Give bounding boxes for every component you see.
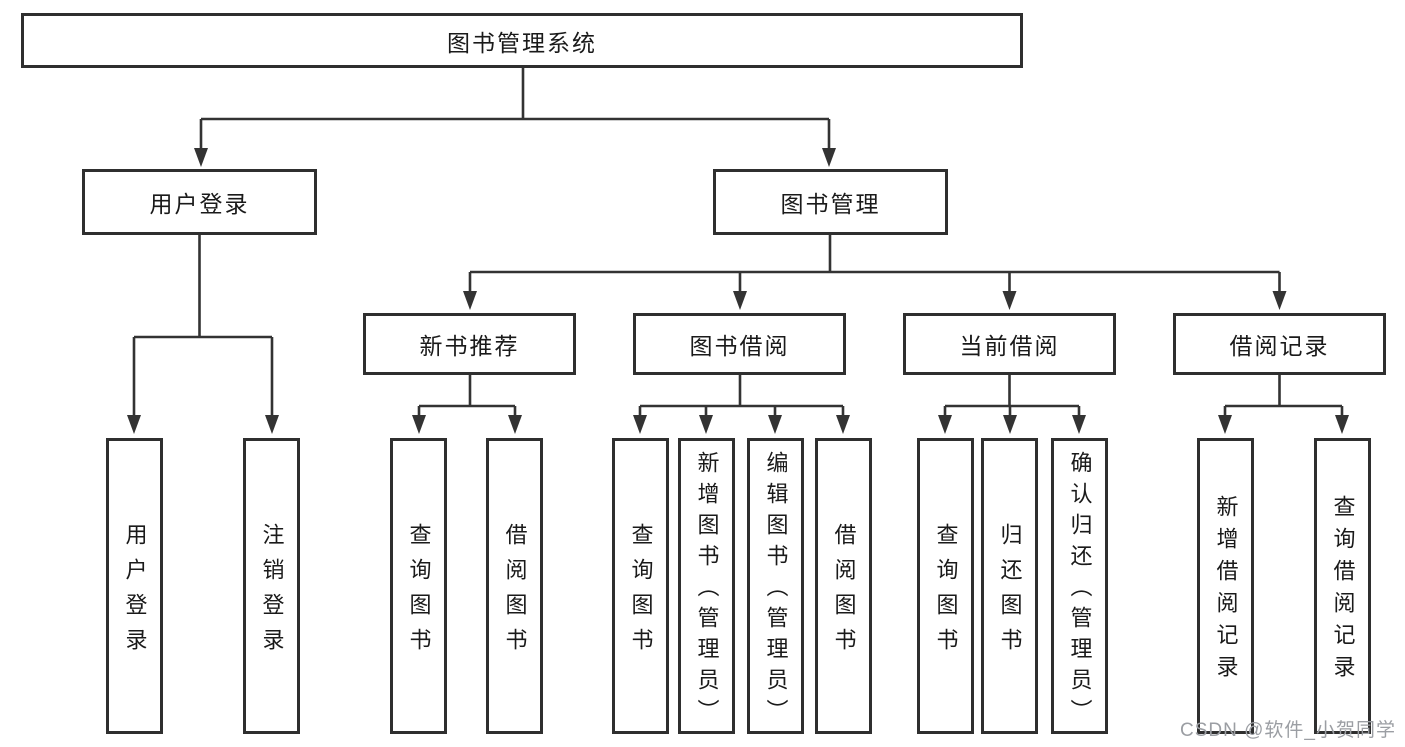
leaf-add-books-admin: 新增图书（管理员） bbox=[678, 438, 735, 734]
leaf-label: 查询借阅记录 bbox=[1330, 495, 1356, 687]
leaf-label: 借阅图书 bbox=[502, 522, 528, 663]
leaf-label: 查询图书 bbox=[933, 522, 959, 663]
leaf-borrow-books-recommend: 借阅图书 bbox=[486, 438, 543, 734]
connector-new-book bbox=[417, 375, 517, 417]
leaf-confirm-return-admin: 确认归还（管理员） bbox=[1051, 438, 1108, 734]
leaf-label: 查询图书 bbox=[406, 522, 432, 663]
connector-book-borrow bbox=[638, 375, 845, 417]
leaf-label: 编辑图书（管理员） bbox=[763, 451, 789, 730]
connector-book-management bbox=[468, 235, 1281, 293]
node-book-management-label: 图书管理 bbox=[780, 191, 881, 217]
node-current-borrow: 当前借阅 bbox=[903, 313, 1116, 375]
arrowhead bbox=[194, 148, 208, 167]
node-book-management: 图书管理 bbox=[713, 169, 948, 235]
node-user-login: 用户登录 bbox=[82, 169, 317, 235]
leaf-label: 新增图书（管理员） bbox=[694, 451, 720, 730]
leaf-borrow-books: 借阅图书 bbox=[815, 438, 872, 734]
connector-root bbox=[201, 68, 829, 121]
node-new-book-recommend-label: 新书推荐 bbox=[419, 333, 520, 359]
leaf-label: 借阅图书 bbox=[831, 522, 857, 663]
connector-user-login bbox=[132, 235, 274, 417]
leaf-label: 查询图书 bbox=[628, 522, 654, 663]
node-book-borrow: 图书借阅 bbox=[633, 313, 846, 375]
leaf-query-borrow-record: 查询借阅记录 bbox=[1314, 438, 1371, 734]
arrowhead bbox=[822, 148, 836, 167]
node-borrow-records: 借阅记录 bbox=[1173, 313, 1386, 375]
leaf-query-books-current: 查询图书 bbox=[917, 438, 974, 734]
leaf-logout: 注销登录 bbox=[243, 438, 300, 734]
leaf-user-login: 用户登录 bbox=[106, 438, 163, 734]
leaf-label: 用户登录 bbox=[122, 522, 148, 663]
leaf-label: 归还图书 bbox=[997, 522, 1023, 663]
leaf-label: 确认归还（管理员） bbox=[1067, 451, 1093, 730]
leaf-query-books-borrow: 查询图书 bbox=[612, 438, 669, 734]
node-book-borrow-label: 图书借阅 bbox=[689, 333, 790, 359]
leaf-label: 新增借阅记录 bbox=[1213, 495, 1239, 687]
node-new-book-recommend: 新书推荐 bbox=[363, 313, 576, 375]
connector-borrow-records bbox=[1223, 375, 1344, 417]
node-user-login-label: 用户登录 bbox=[149, 191, 250, 217]
csdn-watermark: CSDN @软件_小贺同学 bbox=[1180, 720, 1396, 741]
leaf-query-books-recommend: 查询图书 bbox=[390, 438, 447, 734]
connector-current-borrow bbox=[943, 375, 1081, 417]
leaf-add-borrow-record: 新增借阅记录 bbox=[1197, 438, 1254, 734]
node-current-borrow-label: 当前借阅 bbox=[959, 333, 1060, 359]
leaf-edit-books-admin: 编辑图书（管理员） bbox=[747, 438, 804, 734]
leaf-return-books: 归还图书 bbox=[981, 438, 1038, 734]
node-root: 图书管理系统 bbox=[21, 13, 1023, 68]
node-root-label: 图书管理系统 bbox=[447, 29, 597, 56]
leaf-label: 注销登录 bbox=[259, 522, 285, 663]
node-borrow-records-label: 借阅记录 bbox=[1229, 333, 1330, 359]
